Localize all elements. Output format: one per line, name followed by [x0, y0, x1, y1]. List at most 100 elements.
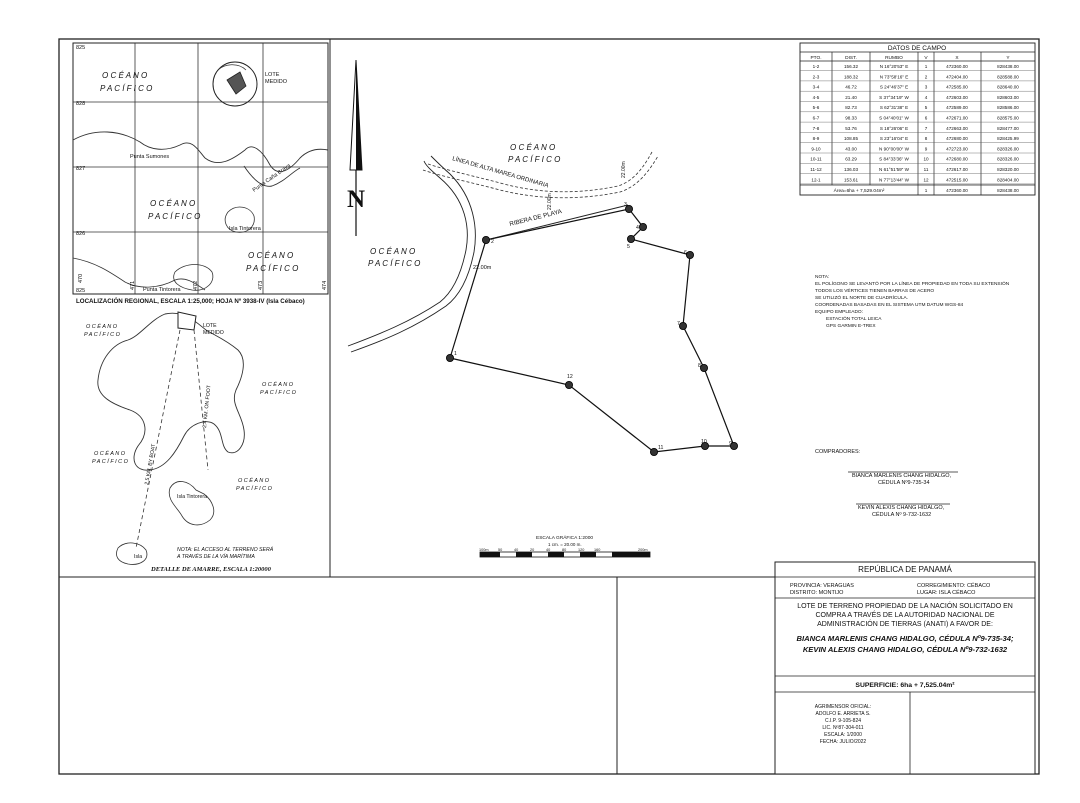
vertex-marker	[679, 321, 688, 330]
table-cell: S 23°16'04" E	[880, 136, 908, 141]
scale-subtitle: 1 cm. = 20.00 m.	[548, 542, 582, 547]
note-line: NOTA:	[815, 274, 829, 280]
vertex-marker	[650, 447, 659, 456]
vertex-marker	[627, 234, 636, 243]
table-cell: 98.33	[845, 116, 857, 121]
table-cell: 82.73	[845, 105, 857, 110]
vertex-label: 6	[684, 250, 687, 256]
place-label: Isla Tintorera	[229, 226, 262, 232]
grid-label: 474	[322, 281, 328, 290]
table-cell: 6	[925, 116, 928, 121]
table-cell: 9-10	[811, 146, 821, 151]
vertex-marker	[700, 363, 709, 372]
vertex-marker	[639, 222, 648, 231]
plan-note: NOTA: EL POLÍGONO SE LEVANTÓ POR LA LÍNE…	[815, 274, 1010, 329]
vertex-marker	[730, 441, 739, 450]
table-cell: 136.03	[844, 167, 858, 172]
table-cell: 828438.00	[997, 64, 1019, 69]
distrito: DISTRITO: MONTIJO	[790, 590, 844, 596]
ocean-label: P A C Í F I C O	[508, 155, 560, 164]
area-label: Área=6ha + 7,529.04m²	[834, 187, 885, 194]
table-cell: S 84°33'36" W	[879, 157, 909, 162]
ocean-label: P A C Í F I C O	[368, 259, 420, 268]
parcel-boundary	[449, 208, 735, 453]
table-cell: 828575.00	[997, 116, 1019, 121]
table-cell: N 73°58'16" E	[880, 74, 909, 79]
corregimiento: CORREGIMIENTO: CÉBACO	[917, 582, 991, 589]
vertex-label: 7	[677, 321, 680, 327]
vertex-label: 9	[729, 441, 732, 447]
ocean-label: P A C Í F I C O	[236, 485, 273, 492]
vertex-label: 2	[491, 239, 494, 245]
table-cell: 8	[925, 136, 928, 141]
scale-tick: 20	[530, 548, 534, 552]
table-cell: 63.29	[845, 157, 857, 162]
ocean-label: O C É A N O	[248, 251, 293, 260]
buyer-line: KEVIN ALEXIS CHANG HIDALGO, CÉDULA Nº9-7…	[803, 645, 1008, 654]
buyer-name: KEVIN ALEXIS CHANG HIDALGO,	[858, 505, 945, 511]
north-arrow: N	[347, 59, 365, 236]
table-cell: 43.00	[845, 146, 857, 151]
table-header: X	[955, 55, 959, 61]
buyer-name: BIANCA MARLENIS CHANG HIDALGO,	[852, 473, 951, 479]
route-label: 2.5 KM. BY BOAT	[144, 443, 157, 486]
table-cell: 108.85	[844, 136, 858, 141]
lugar: LUGAR: ISLA CÉBACO	[917, 589, 976, 596]
ocean-label: P A C Í F I C O	[148, 212, 200, 221]
table-title: DATOS DE CAMPO	[888, 45, 946, 52]
field-data-table: DATOS DE CAMPO PTO. DIST. RUMBO V X Y 1-…	[799, 42, 1036, 196]
ocean-label: O C É A N O	[510, 143, 555, 152]
table-cell: 2-3	[813, 74, 820, 79]
table-cell: 2	[925, 74, 928, 79]
table-cell: S 37°34'19" W	[879, 95, 909, 100]
buyers-title: COMPRADORES:	[815, 449, 861, 455]
table-cell: S 04°40'01" W	[879, 116, 909, 121]
ocean-label: P A C Í F I C O	[100, 84, 152, 93]
table-cell: 53.76	[845, 126, 857, 131]
table-cell: 5-6	[813, 105, 820, 110]
table-cell: 1	[925, 64, 928, 69]
table-cell: 153.61	[844, 177, 858, 182]
note-line: EL POLÍGONO SE LEVANTÓ POR LA LÍNEA DE P…	[815, 280, 1010, 287]
table-cell: 472723.00	[946, 146, 968, 151]
route-label: 2.4 KM. ON FOOT	[202, 384, 213, 428]
table-cell: 4-5	[813, 95, 820, 100]
table-cell: 828326.00	[997, 146, 1019, 151]
republic-title: REPÚBLICA DE PANAMÁ	[858, 565, 952, 574]
detail-place-labels: LOTE MEDIDO 2.5 KM. BY BOAT 2.4 KM. ON F…	[134, 323, 274, 560]
table-cell: 828477.00	[997, 126, 1019, 131]
superficie: SUPERFICIE: 6ha + 7,525.04m²	[855, 682, 955, 689]
table-cell: 8-9	[813, 136, 820, 141]
vertex-label: 8	[698, 363, 701, 369]
table-cell: 11-12	[810, 167, 822, 172]
table-cell: 472680.00	[946, 136, 968, 141]
setback-label: 22.00m	[473, 265, 492, 271]
regional-map-caption: LOCALIZACIÓN REGIONAL, ESCALA 1:25,000; …	[76, 297, 305, 305]
regional-map	[72, 42, 329, 295]
table-cell: S 18°26'06" E	[880, 126, 908, 131]
table-cell: 472404.00	[946, 74, 968, 79]
note-line: TODOS LOS VÉRTICES TIENEN BARRAS DE ACER…	[815, 287, 934, 294]
lote-label: MEDIDO	[265, 79, 288, 85]
table-cell: 828326.00	[997, 157, 1019, 162]
table-header: V	[924, 55, 928, 61]
ocean-label: P A C Í F I C O	[84, 331, 121, 338]
regional-grid-labels: 825 828 827 826 825 470 471 472 473 474	[76, 45, 328, 294]
surveyor-line: ESCALA: 1/2000	[824, 732, 862, 738]
table-cell: 46.72	[845, 85, 857, 90]
title-block: REPÚBLICA DE PANAMÁ PROVINCIA: VERAGUAS …	[774, 561, 1036, 775]
vertex-label: 11	[658, 445, 663, 451]
table-header: Y	[1006, 55, 1010, 61]
vertex-label: 1	[454, 351, 457, 357]
table-cell: 472617.00	[946, 167, 968, 172]
grid-label: 472	[193, 281, 199, 290]
note-line: SE UTILIZÓ EL NORTE DE CUADRÍCULA.	[815, 294, 908, 301]
note-line: EQUIPO EMPLEADO:	[815, 309, 863, 315]
buyers-signatures: COMPRADORES: BIANCA MARLENIS CHANG HIDAL…	[815, 449, 958, 518]
table-cell: 3-4	[813, 85, 820, 90]
table-cell: 188.32	[844, 74, 858, 79]
lote-label: MEDIDO	[203, 330, 224, 336]
table-cell: 472360.00	[946, 64, 968, 69]
scale-tick: 120	[578, 548, 584, 552]
